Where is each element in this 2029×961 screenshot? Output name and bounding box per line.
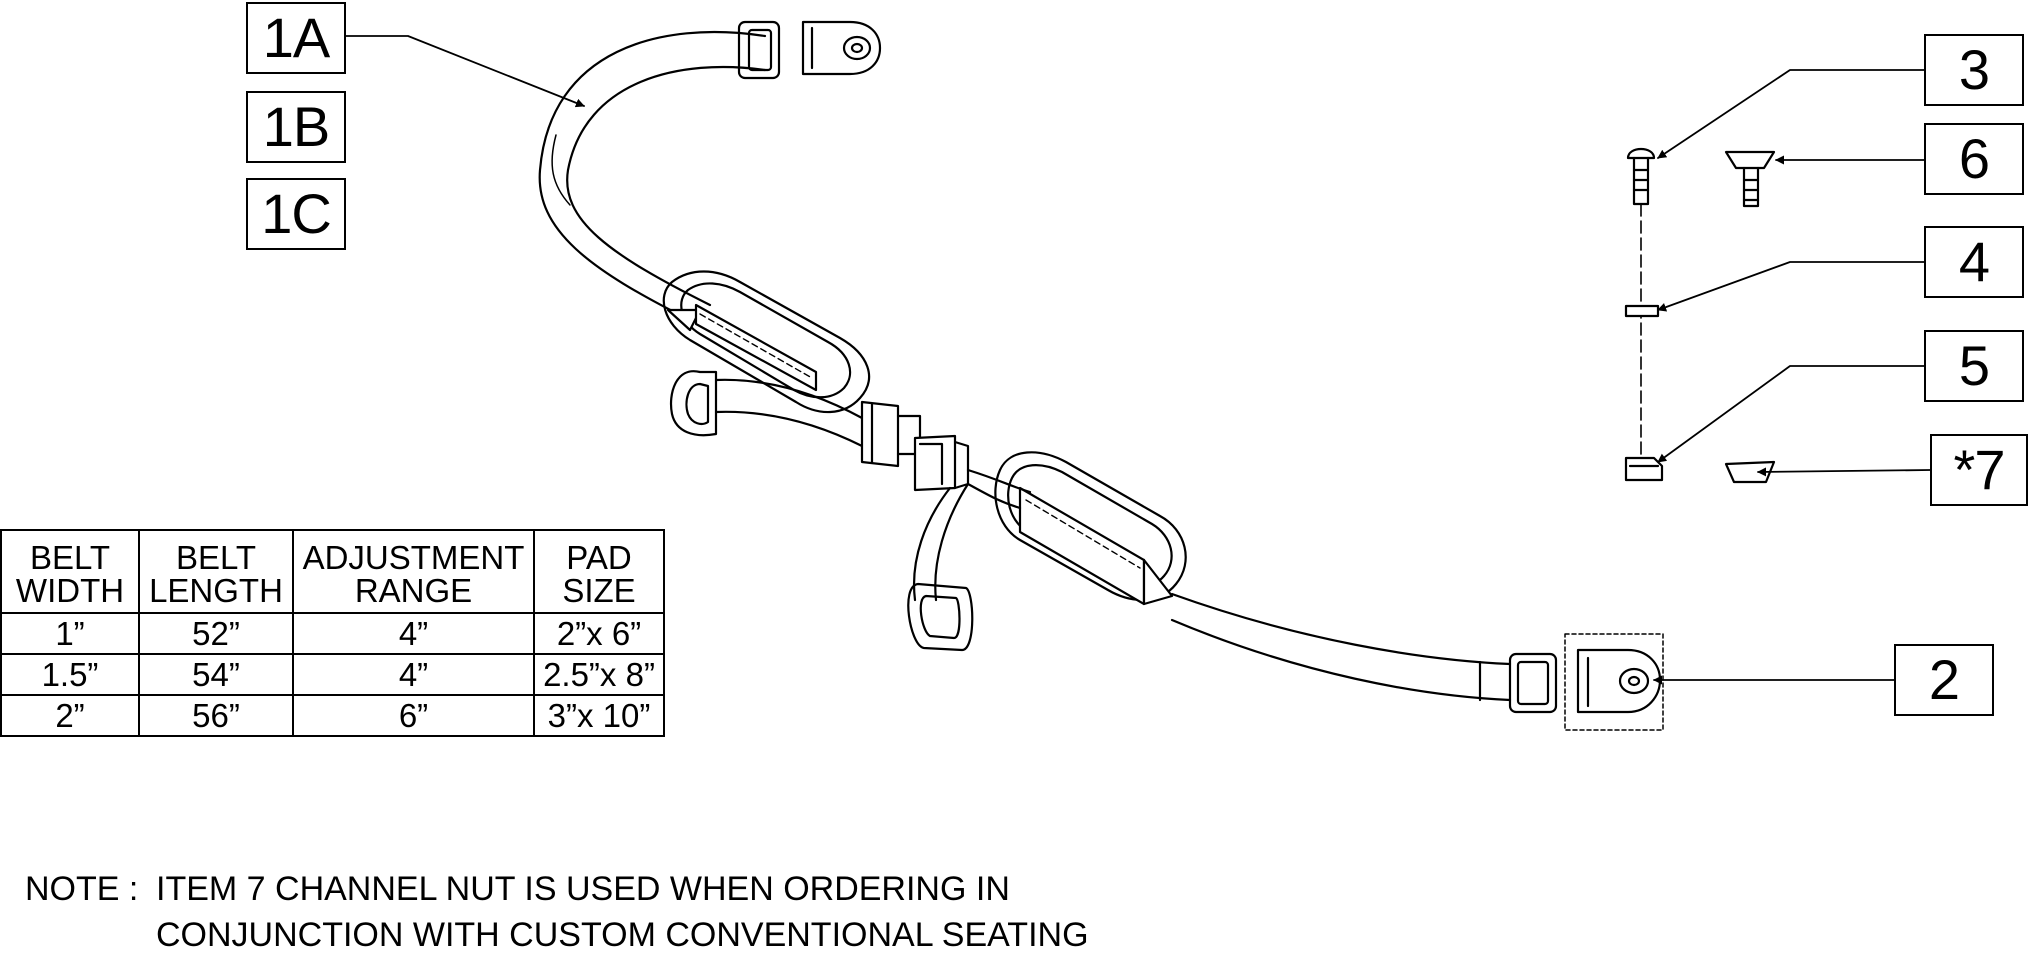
right-belt-strap — [966, 468, 1512, 702]
note-line-2: CONJUNCTION WITH CUSTOM CONVENTIONAL SEA… — [156, 916, 1089, 954]
cell-belt-length: 54” — [138, 653, 294, 696]
table-row: 1.5” 54” 4” 2.5”x 8” — [0, 653, 665, 696]
callout-5: 5 — [1924, 330, 2024, 402]
cell-adjustment-range: 6” — [292, 694, 535, 737]
left-pad — [662, 270, 871, 414]
cell-belt-length: 56” — [138, 694, 294, 737]
table-row: 2” 56” 6” 3”x 10” — [0, 694, 665, 737]
leader-lines — [345, 35, 1931, 685]
callout-1b: 1B — [246, 91, 346, 163]
cell-adjustment-range: 4” — [292, 612, 535, 655]
callout-7: *7 — [1930, 434, 2028, 506]
cell-adjustment-range: 4” — [292, 653, 535, 696]
upper-cam-buckle — [737, 20, 882, 80]
callout-2: 2 — [1894, 644, 1994, 716]
cell-pad-size: 3”x 10” — [533, 694, 665, 737]
item-6-bolt — [1724, 150, 1776, 208]
cell-pad-size: 2.5”x 8” — [533, 653, 665, 696]
left-d-ring — [670, 370, 718, 437]
cell-pad-size: 2”x 6” — [533, 612, 665, 655]
item-7-channel-nut — [1724, 460, 1776, 484]
cell-belt-width: 2” — [0, 694, 140, 737]
callout-4: 4 — [1924, 226, 2024, 298]
hanging-strap — [907, 482, 974, 652]
cell-belt-width: 1.5” — [0, 653, 140, 696]
callout-3: 3 — [1924, 34, 2024, 106]
lower-cam-buckle — [1508, 633, 1664, 731]
center-buckle — [860, 400, 970, 492]
note-line-1: ITEM 7 CHANNEL NUT IS USED WHEN ORDERING… — [156, 870, 1010, 908]
note-label: NOTE : — [25, 870, 139, 908]
cell-belt-length: 52” — [138, 612, 294, 655]
callout-1a: 1A — [246, 2, 346, 74]
cell-belt-width: 1” — [0, 612, 140, 655]
callout-6: 6 — [1924, 123, 2024, 195]
left-belt-strap — [538, 30, 767, 322]
table-row: 1” 52” 4” 2”x 6” — [0, 612, 665, 655]
hardware-stack — [1624, 147, 1664, 482]
right-pad — [994, 451, 1187, 606]
callout-1c: 1C — [246, 178, 346, 250]
middle-strap — [714, 378, 864, 448]
